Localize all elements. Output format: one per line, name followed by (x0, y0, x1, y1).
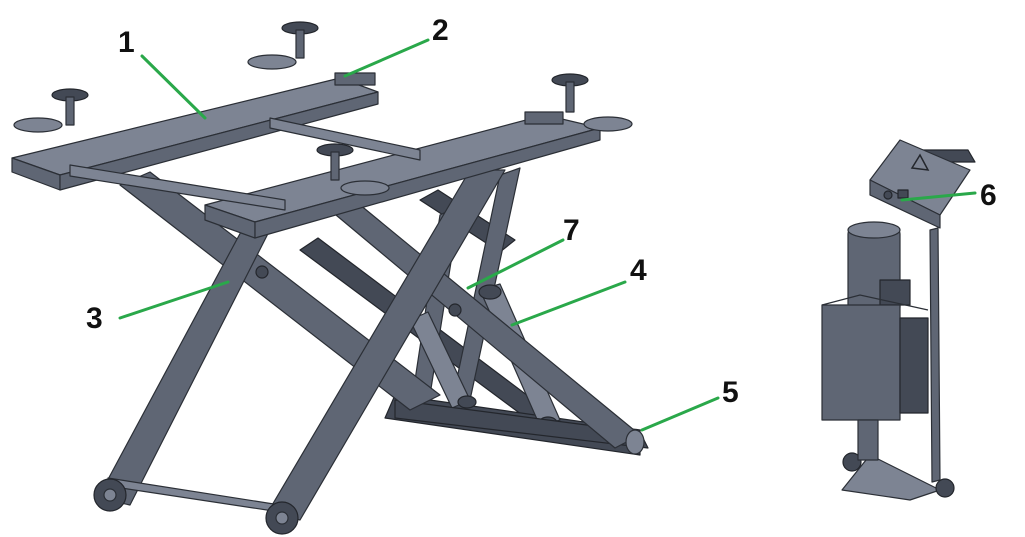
callout-3: 3 (86, 302, 103, 335)
base-rail (394, 399, 649, 449)
callout-2: 2 (432, 14, 449, 47)
leader-line-5 (640, 396, 720, 432)
scissor-lift (11, 21, 649, 535)
leader-line-4 (510, 280, 627, 327)
leader-line-1 (140, 54, 207, 120)
callout-6: 6 (980, 179, 997, 212)
platform (11, 72, 601, 239)
leader-line-3 (118, 280, 230, 320)
leader-line-2 (343, 38, 430, 78)
leader-line-7 (466, 238, 565, 290)
callout-4: 4 (630, 254, 647, 287)
callouts: 1 2 3 4 5 6 7 (86, 14, 997, 432)
leader-line-6 (900, 191, 977, 202)
rollers (93, 429, 645, 535)
oil-tank (821, 304, 901, 421)
callout-1: 1 (118, 26, 135, 59)
pivot-pin (625, 429, 645, 455)
front-scissor-arms (97, 169, 641, 521)
lifting-pads (13, 21, 633, 196)
callout-7: 7 (563, 214, 580, 247)
callout-5: 5 (722, 376, 739, 409)
